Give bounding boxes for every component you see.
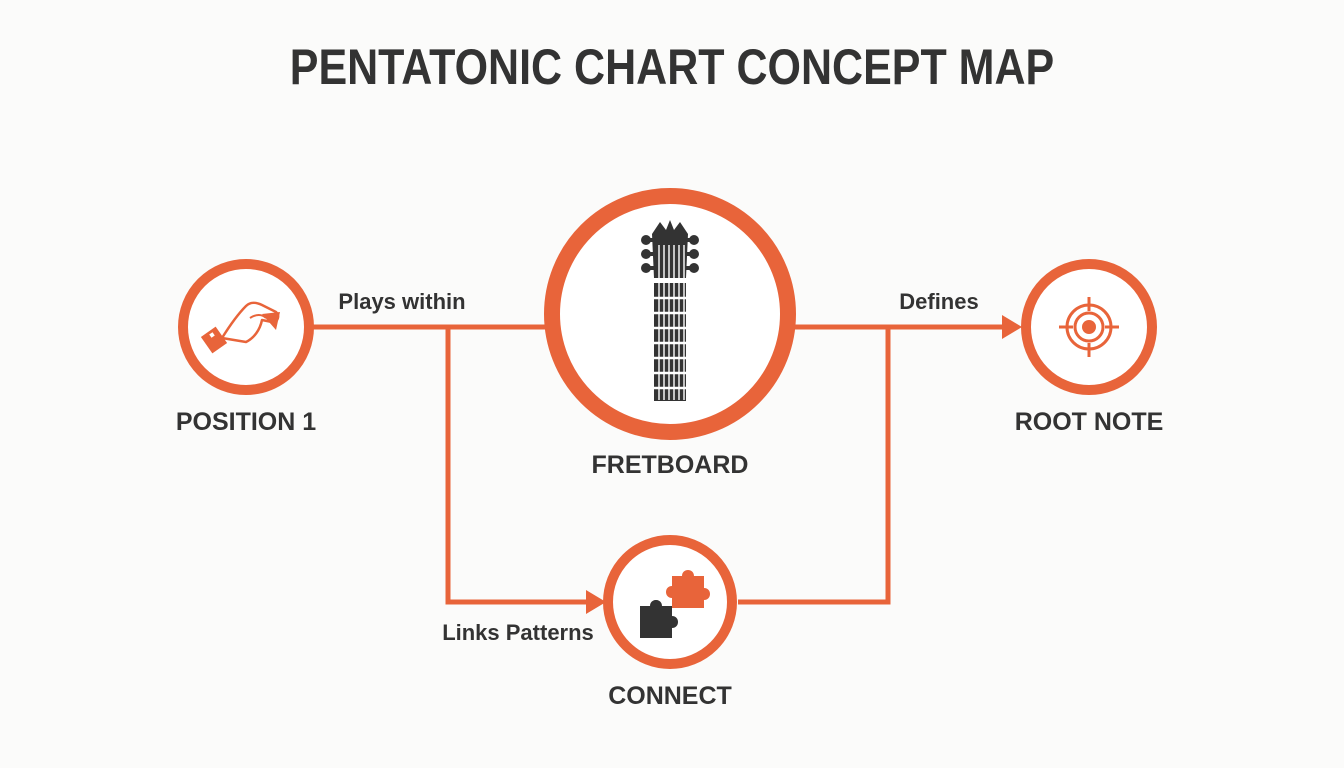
arrowhead-connect	[586, 590, 606, 614]
node-position1-circle	[178, 259, 314, 395]
node-fretboard[interactable]: FRETBOARD	[544, 188, 796, 479]
fretboard-frets	[654, 296, 686, 390]
node-position1-label: POSITION 1	[176, 408, 316, 436]
diagram-title: PENTATONIC CHART CONCEPT MAP	[289, 39, 1055, 95]
node-connect-label: CONNECT	[608, 682, 732, 710]
edge-label-plays-within: Plays within	[338, 289, 465, 314]
node-root-note[interactable]: ROOT NOTE	[1015, 259, 1164, 436]
puzzle-pieces-icon	[640, 570, 710, 638]
node-position1[interactable]: POSITION 1	[176, 259, 316, 436]
hand-pick-icon	[200, 301, 280, 354]
connectors	[312, 315, 1022, 614]
node-connect-circle	[603, 535, 737, 669]
edge-connect-to-defines	[738, 327, 891, 605]
node-connect[interactable]: CONNECT	[603, 535, 737, 710]
edge-label-links-patterns: Links Patterns	[442, 620, 594, 645]
node-fretboard-label: FRETBOARD	[592, 451, 749, 479]
node-root-note-label: ROOT NOTE	[1015, 408, 1164, 436]
edge-label-defines: Defines	[899, 289, 978, 314]
target-icon	[1059, 297, 1119, 357]
arrowhead-rootnote	[1002, 315, 1022, 339]
edge-to-connect	[445, 327, 590, 605]
